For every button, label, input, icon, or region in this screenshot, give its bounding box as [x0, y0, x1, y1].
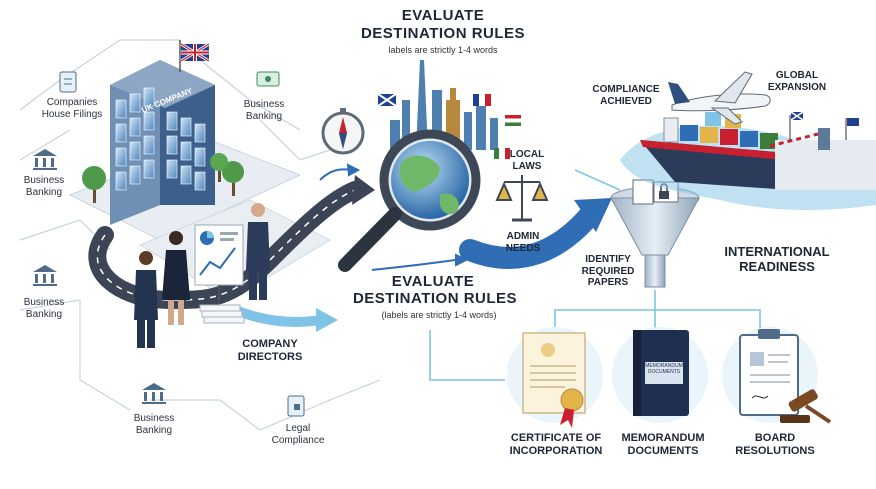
- uk-flag-icon: [180, 42, 210, 63]
- bank-icon-3: [142, 383, 166, 404]
- airplane-icon: [668, 71, 771, 125]
- presentation-board: [194, 224, 244, 305]
- top-subtitle: labels are strictly 1-4 words: [388, 45, 498, 55]
- network-lines: [19, 39, 381, 431]
- paper-stack: [199, 304, 245, 324]
- flags: [377, 93, 521, 159]
- connector-lines: [429, 169, 761, 381]
- border-gate: [769, 111, 876, 190]
- cycle-arrows: [319, 163, 469, 271]
- uk-company-building: [82, 40, 244, 225]
- clipboard-gavel-icon: [722, 327, 832, 424]
- memorandum-book-icon: [612, 327, 708, 423]
- globe-magnifier: [338, 129, 481, 272]
- bank-icon-2: [33, 265, 57, 286]
- compass-icon: [321, 108, 365, 155]
- top-title-line-2: DESTINATION RULES: [360, 25, 526, 42]
- company-directors: [134, 203, 270, 348]
- legal-document-icon: [287, 395, 305, 417]
- mid-title-line-1: EVALUATE: [391, 273, 475, 290]
- funnel: [610, 179, 700, 288]
- bank-icon-1: [33, 149, 57, 170]
- mid-subtitle: (labels are strictly 1-4 words): [381, 310, 497, 320]
- scales-of-justice-icon: [495, 175, 549, 222]
- certificate-icon: [507, 327, 603, 428]
- cash-icon: [256, 71, 280, 87]
- mid-title-line-2: DESTINATION RULES: [352, 290, 518, 307]
- top-title-line-1: EVALUATE: [401, 7, 485, 24]
- filing-document-icon: [59, 71, 77, 93]
